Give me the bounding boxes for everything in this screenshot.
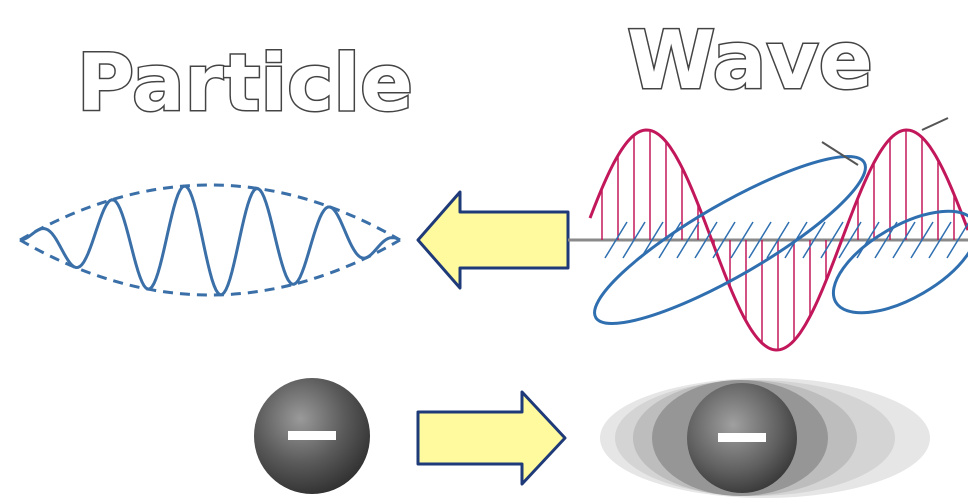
minus-sign-icon (288, 431, 336, 440)
wave-packet-envelope-top (20, 185, 400, 240)
wave-title: Wave (627, 14, 873, 107)
particle-title: Particle (77, 39, 413, 129)
annotation-leader-line-2 (922, 118, 948, 130)
electron-wave-cloud (600, 378, 930, 498)
magnetic-field-lobe-2 (818, 191, 968, 333)
electromagnetic-wave (568, 118, 968, 350)
minus-sign-icon (718, 433, 766, 442)
annotation-leader-line-1 (822, 142, 858, 165)
left-arrow-icon (418, 192, 568, 288)
wave-packet-oscillation (20, 186, 400, 295)
electron-particle (254, 378, 370, 494)
wave-packet (20, 185, 400, 295)
right-arrow-icon (418, 392, 565, 484)
